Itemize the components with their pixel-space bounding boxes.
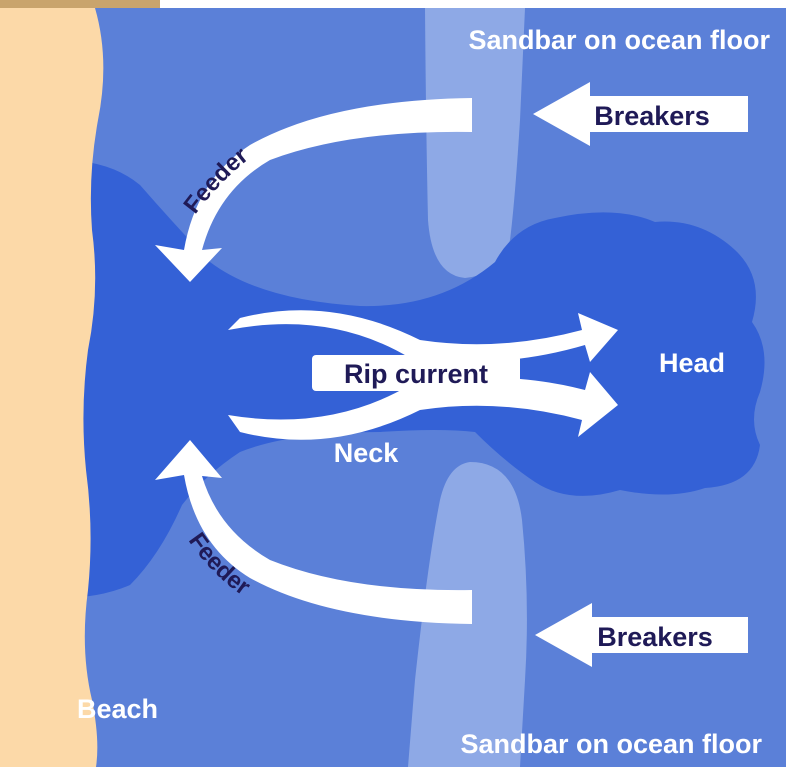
neck-label: Neck: [334, 438, 400, 468]
head-label: Head: [659, 348, 725, 378]
sandbar-top-label: Sandbar on ocean floor: [468, 25, 770, 55]
beach-label: Beach: [77, 694, 158, 724]
breakers-bottom-label: Breakers: [597, 622, 713, 652]
sandbar-bottom-label: Sandbar on ocean floor: [460, 729, 762, 759]
rip-current-label: Rip current: [344, 359, 488, 389]
breakers-top-label: Breakers: [594, 101, 710, 131]
